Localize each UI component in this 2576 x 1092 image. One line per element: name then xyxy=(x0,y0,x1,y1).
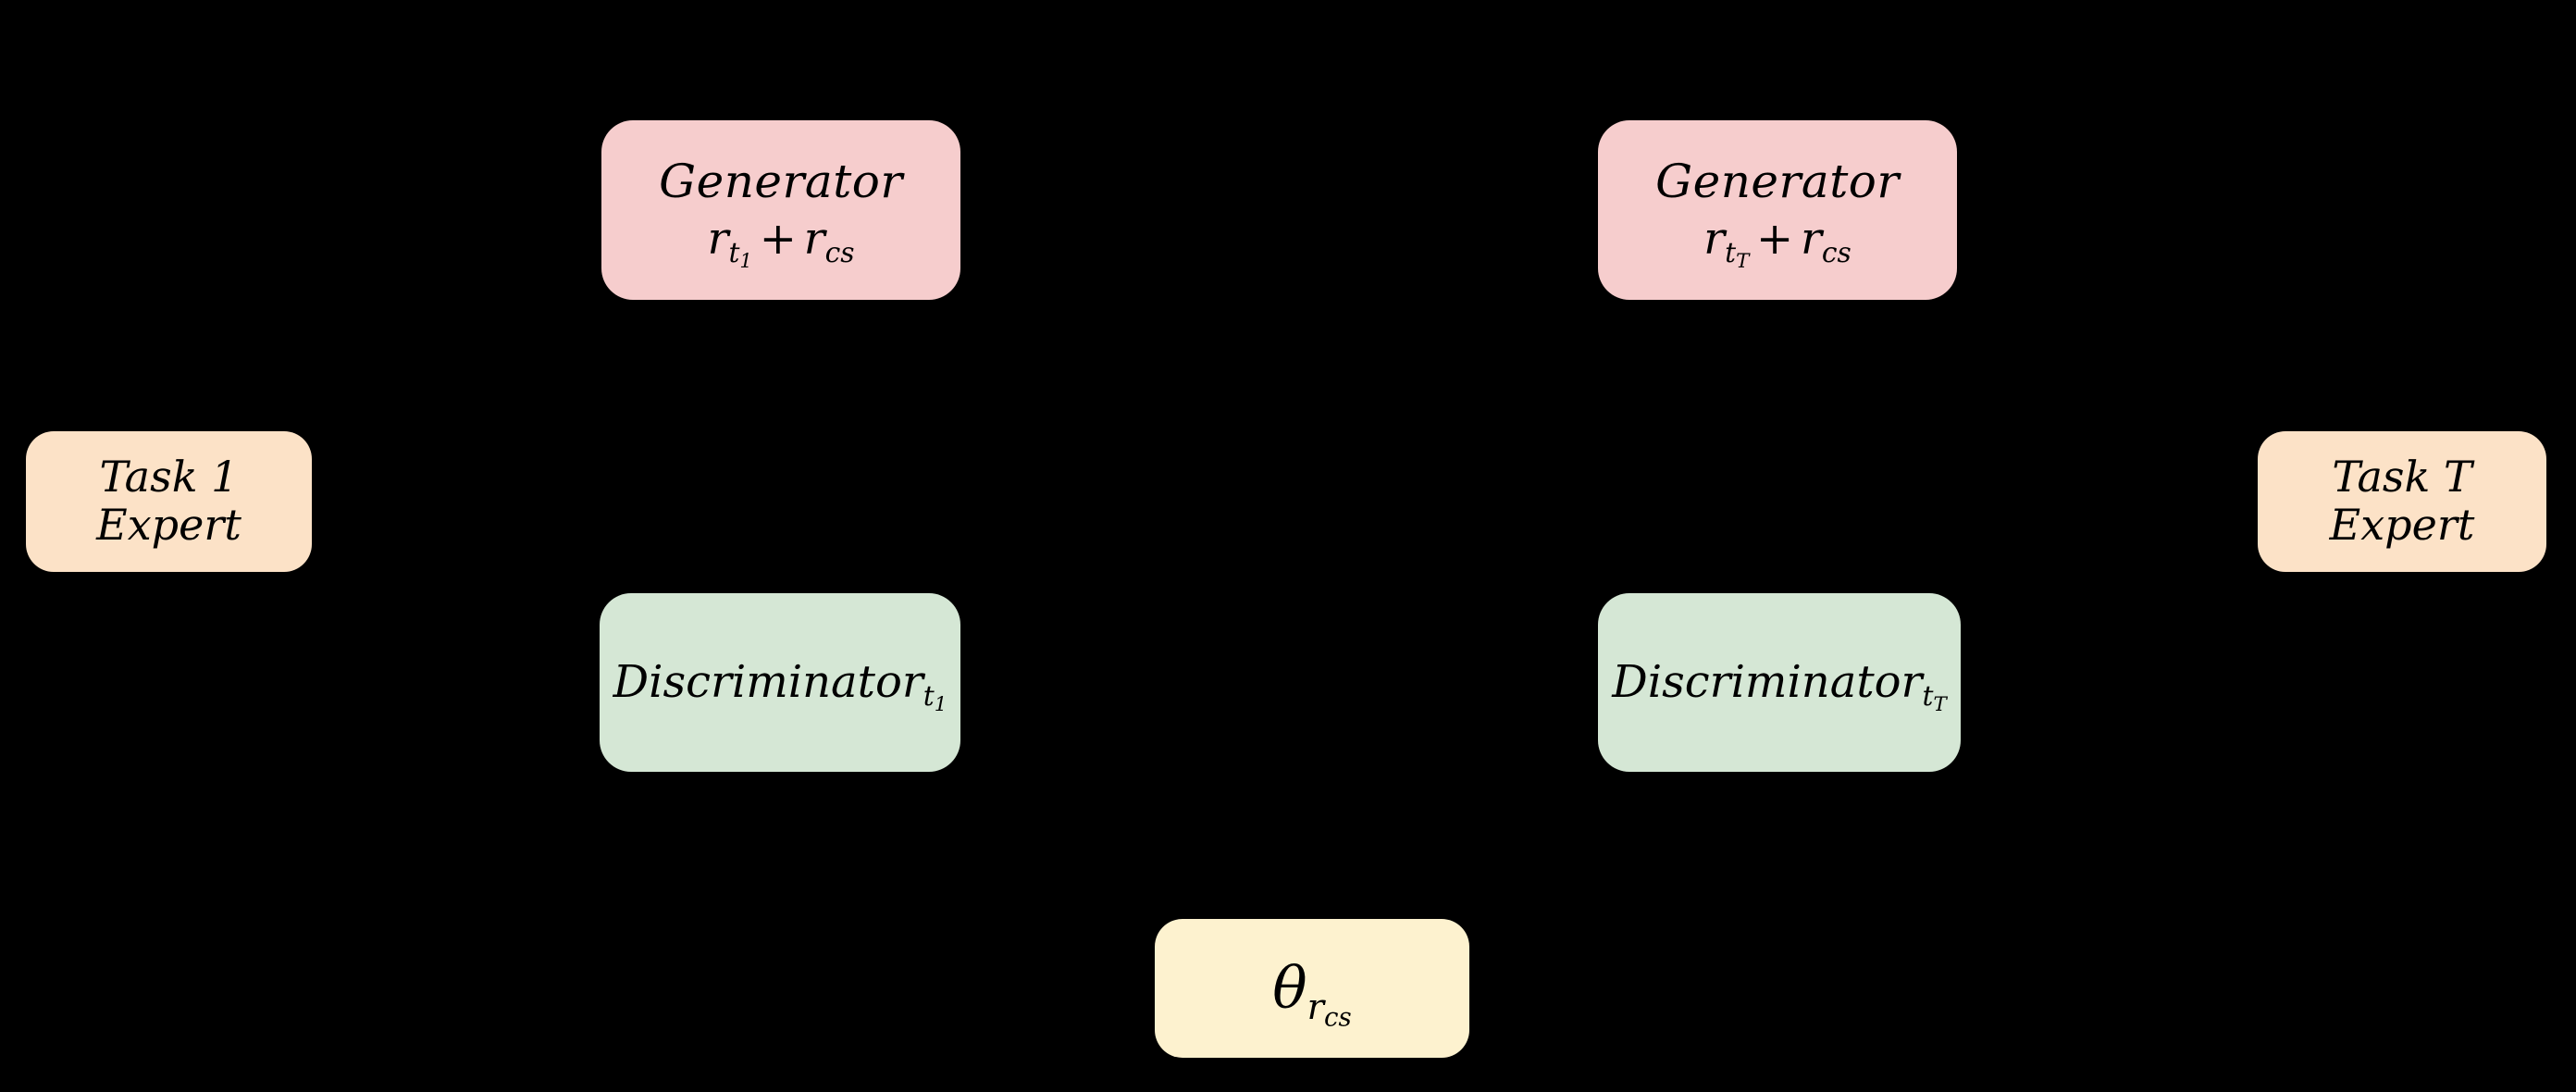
shared-params-expression: θrcs xyxy=(1272,954,1351,1030)
discriminator-T-expression: DiscriminatortT xyxy=(1612,655,1946,714)
generator-1-operator: + xyxy=(759,213,797,266)
node-shared-reward-parameters[interactable]: θrcs xyxy=(1155,919,1469,1058)
node-discriminator-task-1[interactable]: Discriminatort1 xyxy=(600,593,960,772)
node-task-1-expert[interactable]: Task 1 Expert xyxy=(26,431,312,572)
task-T-line-1: Task T xyxy=(2332,452,2472,503)
generator-T-reward-expression: rtT+rcs xyxy=(1703,213,1852,271)
generator-T-label: Generator xyxy=(1655,155,1900,209)
generator-T-reward-base-1: r xyxy=(1703,213,1726,266)
generator-T-operator: + xyxy=(1756,213,1794,266)
generator-1-reward-sub-1: t xyxy=(728,237,740,270)
generator-1-reward-base-2: r xyxy=(803,213,825,266)
generator-T-reward-base-2: r xyxy=(1800,213,1822,266)
generator-1-reward-base-1: r xyxy=(707,213,729,266)
discriminator-1-expression: Discriminatort1 xyxy=(613,655,947,714)
discriminator-1-sub: t xyxy=(923,679,935,713)
discriminator-1-label: Discriminator xyxy=(613,655,923,708)
task-1-line-1: Task 1 xyxy=(99,452,239,503)
generator-1-reward-sub-2: cs xyxy=(824,237,855,270)
discriminator-T-sub-index: T xyxy=(1933,692,1947,716)
discriminator-T-label: Discriminator xyxy=(1612,655,1923,708)
generator-T-reward-sub-1-index: T xyxy=(1736,250,1750,274)
shared-params-theta: θ xyxy=(1272,954,1307,1023)
generator-1-reward-sub-1-index: 1 xyxy=(739,250,753,274)
shared-params-sub: r xyxy=(1307,986,1324,1028)
discriminator-T-sub: t xyxy=(1922,679,1934,713)
node-task-T-expert[interactable]: Task T Expert xyxy=(2258,431,2546,572)
generator-1-label: Generator xyxy=(659,155,903,209)
generator-1-reward-expression: rt1+rcs xyxy=(707,213,855,271)
generator-T-reward-sub-1: t xyxy=(1725,237,1737,270)
task-1-line-2: Expert xyxy=(96,500,242,550)
generator-T-reward-sub-2: cs xyxy=(1821,237,1852,270)
node-generator-task-1[interactable]: Generator rt1+rcs xyxy=(601,120,960,300)
node-discriminator-task-T[interactable]: DiscriminatortT xyxy=(1598,593,1961,772)
task-T-line-2: Expert xyxy=(2329,500,2475,550)
shared-params-sub-index: cs xyxy=(1324,1001,1352,1033)
discriminator-1-sub-index: 1 xyxy=(934,692,947,716)
node-generator-task-T[interactable]: Generator rtT+rcs xyxy=(1598,120,1957,300)
